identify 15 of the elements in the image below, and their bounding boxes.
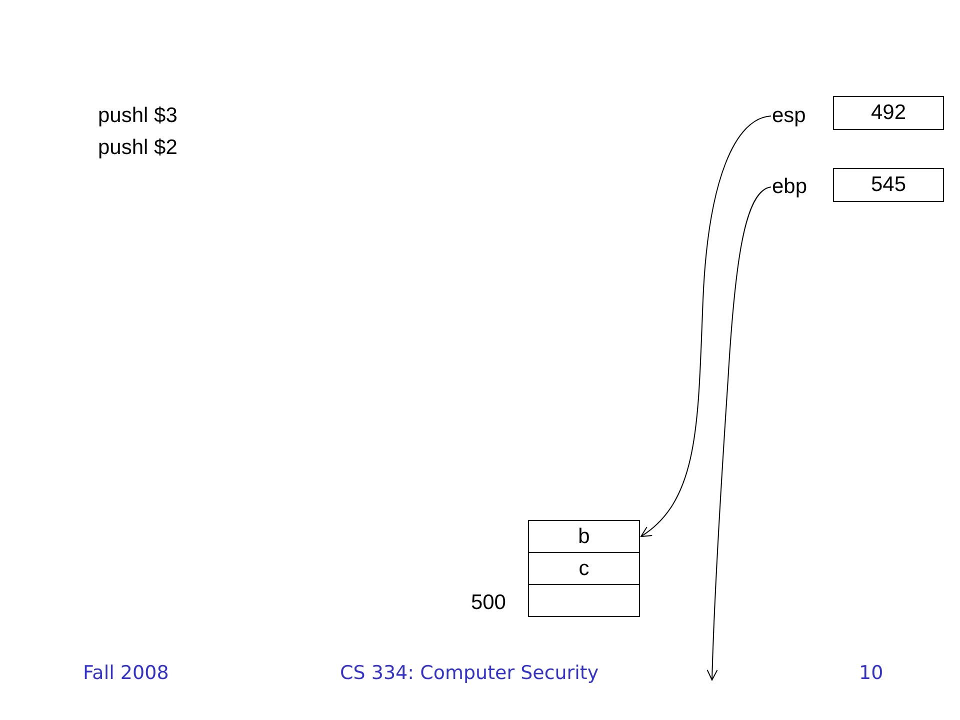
course-title: CS 334: Computer Security bbox=[340, 661, 599, 685]
register-name: ebp bbox=[772, 174, 808, 200]
page-number: 10 bbox=[859, 661, 884, 685]
stack-slot: b bbox=[528, 520, 640, 553]
address-label: 500 bbox=[470, 590, 506, 616]
register-name: esp bbox=[772, 103, 806, 129]
pointer-arrow bbox=[640, 116, 772, 537]
stack-slot: c bbox=[528, 552, 640, 585]
register-value: 492 bbox=[833, 96, 944, 130]
pointer-arrow bbox=[706, 186, 772, 680]
stack-slot bbox=[528, 584, 640, 617]
assembly-instruction: pushl $2 bbox=[98, 135, 178, 161]
assembly-instruction: pushl $3 bbox=[98, 103, 178, 129]
register-value: 545 bbox=[833, 168, 944, 202]
footer-date: Fall 2008 bbox=[83, 661, 169, 685]
